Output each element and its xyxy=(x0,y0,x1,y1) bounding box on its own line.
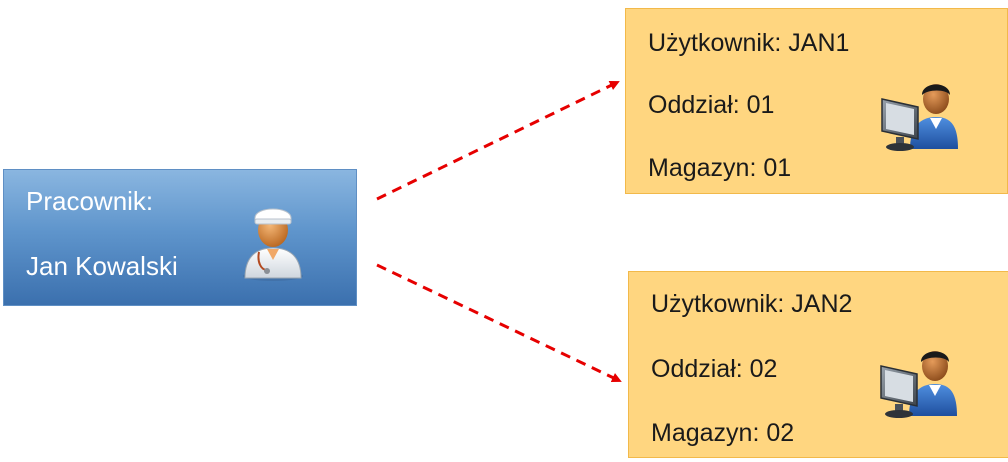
user-box-1: Użytkownik: JAN1 Oddział: 01 Magazyn: 01 xyxy=(625,8,1008,194)
employee-box: Pracownik: Jan Kowalski xyxy=(3,169,357,306)
user-warehouse-1: Magazyn: 01 xyxy=(648,154,792,182)
user-box-2: Użytkownik: JAN2 Oddział: 02 Magazyn: 02 xyxy=(628,271,1008,458)
arrow-to-user-1 xyxy=(376,80,620,201)
computer-user-icon xyxy=(881,84,958,151)
computer-user-icon xyxy=(880,351,957,418)
arrow-to-user-2 xyxy=(376,263,622,383)
user-branch-1: Oddział: 01 xyxy=(648,91,775,119)
user-login-2: Użytkownik: JAN2 xyxy=(651,290,853,318)
user-branch-2: Oddział: 02 xyxy=(651,355,778,383)
employee-label: Pracownik: xyxy=(26,186,154,216)
user-login-1: Użytkownik: JAN1 xyxy=(648,29,850,57)
user-warehouse-2: Magazyn: 02 xyxy=(651,419,795,447)
doctor-person-icon xyxy=(243,208,303,281)
employee-name: Jan Kowalski xyxy=(26,251,178,281)
